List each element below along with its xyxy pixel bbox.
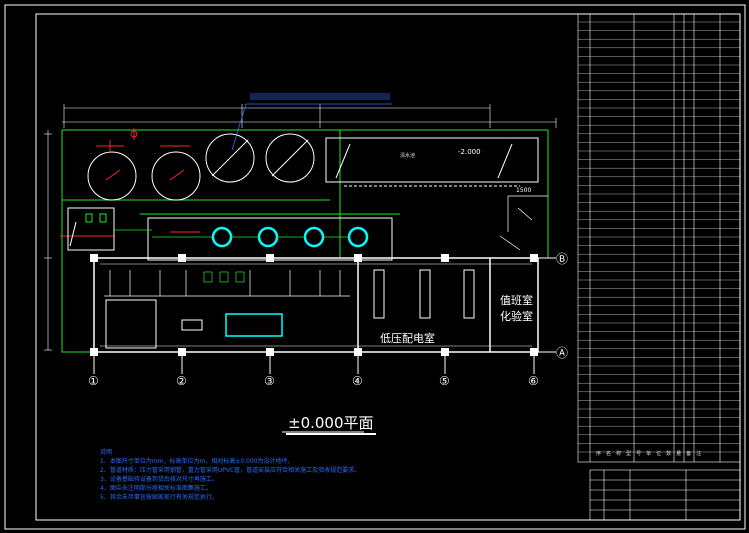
tanks (87, 133, 315, 201)
row-label-a: Ⓐ (556, 346, 569, 360)
red-annotations (60, 128, 200, 237)
table-footer-col-7: 位 (656, 451, 667, 457)
title-block (589, 469, 741, 521)
drawing-inner-frame (35, 13, 741, 521)
table-footer-col-4: 型 (626, 451, 637, 457)
duty-room-label: 值班室 (500, 294, 533, 307)
dosing-unit (67, 207, 115, 251)
low-voltage-room-label: 低压配电室 (380, 332, 435, 345)
grid-label-4: ④ (352, 374, 363, 388)
note-line-2: 2、管道材质：压力管采用钢管，重力管采用UPVC管，管道安装应符合相关施工及验收… (100, 467, 361, 474)
table-footer-col-9: 量 (676, 451, 687, 457)
dimension-1500: 1500 (516, 187, 532, 194)
tank-in-building (225, 313, 283, 337)
table-footer-col-8: 数 (666, 451, 677, 457)
building-walls (93, 257, 539, 353)
notes-header: 说明 (100, 449, 113, 456)
grid-label-1: ① (88, 374, 99, 388)
clear-water-tank (325, 137, 539, 187)
table-footer-col-10: 备 (686, 451, 697, 457)
grid-label-6: ⑥ (528, 374, 539, 388)
internal-piping (104, 270, 350, 297)
pump-room-frame (147, 217, 393, 261)
equipment-table (577, 13, 741, 463)
pump-pipes (114, 229, 349, 238)
note-line-4: 4、图中未注明部分按相关标准图集施工。 (100, 485, 212, 492)
page-title: ±0.000平面 (286, 412, 376, 435)
row-label-b: Ⓑ (556, 252, 569, 266)
lab-room-label: 化验室 (500, 310, 533, 323)
right-detail (499, 195, 548, 251)
drawing-frame (4, 4, 746, 530)
panels (181, 269, 475, 331)
tank-label: 清水池 (400, 153, 416, 159)
note-line-5: 5、其余未尽事宜按国家现行有关规范执行。 (100, 494, 218, 501)
table-footer-col-6: 单 (646, 451, 657, 457)
table-footer-col-11: 注 (696, 451, 707, 457)
table-footer-col-5: 号 (636, 451, 647, 457)
grid-label-2: ② (176, 374, 187, 388)
table-footer-col-3: 称 (616, 451, 627, 457)
table-footer-col-2: 名 (606, 451, 617, 457)
tank-elevation: -2.000 (458, 148, 481, 156)
note-line-1: 1、本图尺寸单位为mm，标高单位为m，相对标高±0.000为设计地坪。 (100, 458, 294, 465)
table-rows (578, 21, 740, 453)
grid-label-3: ③ (264, 374, 275, 388)
table-footer: 序名称型号单位数量备注 (596, 450, 706, 457)
columns (90, 254, 538, 356)
axis-bubbles (93, 257, 556, 374)
top-callout (231, 93, 392, 151)
dimension-lines (44, 104, 557, 351)
table-footer-col-1: 序 (596, 451, 607, 457)
note-line-3: 3、设备基础待设备到货后核对尺寸再施工。 (100, 476, 218, 483)
notes-block: 说明 1、本图尺寸单位为mm，标高单位为m，相对标高±0.000为设计地坪。 2… (100, 448, 360, 502)
grid-label-5: ⑤ (439, 374, 450, 388)
yard-boundary (61, 129, 549, 353)
